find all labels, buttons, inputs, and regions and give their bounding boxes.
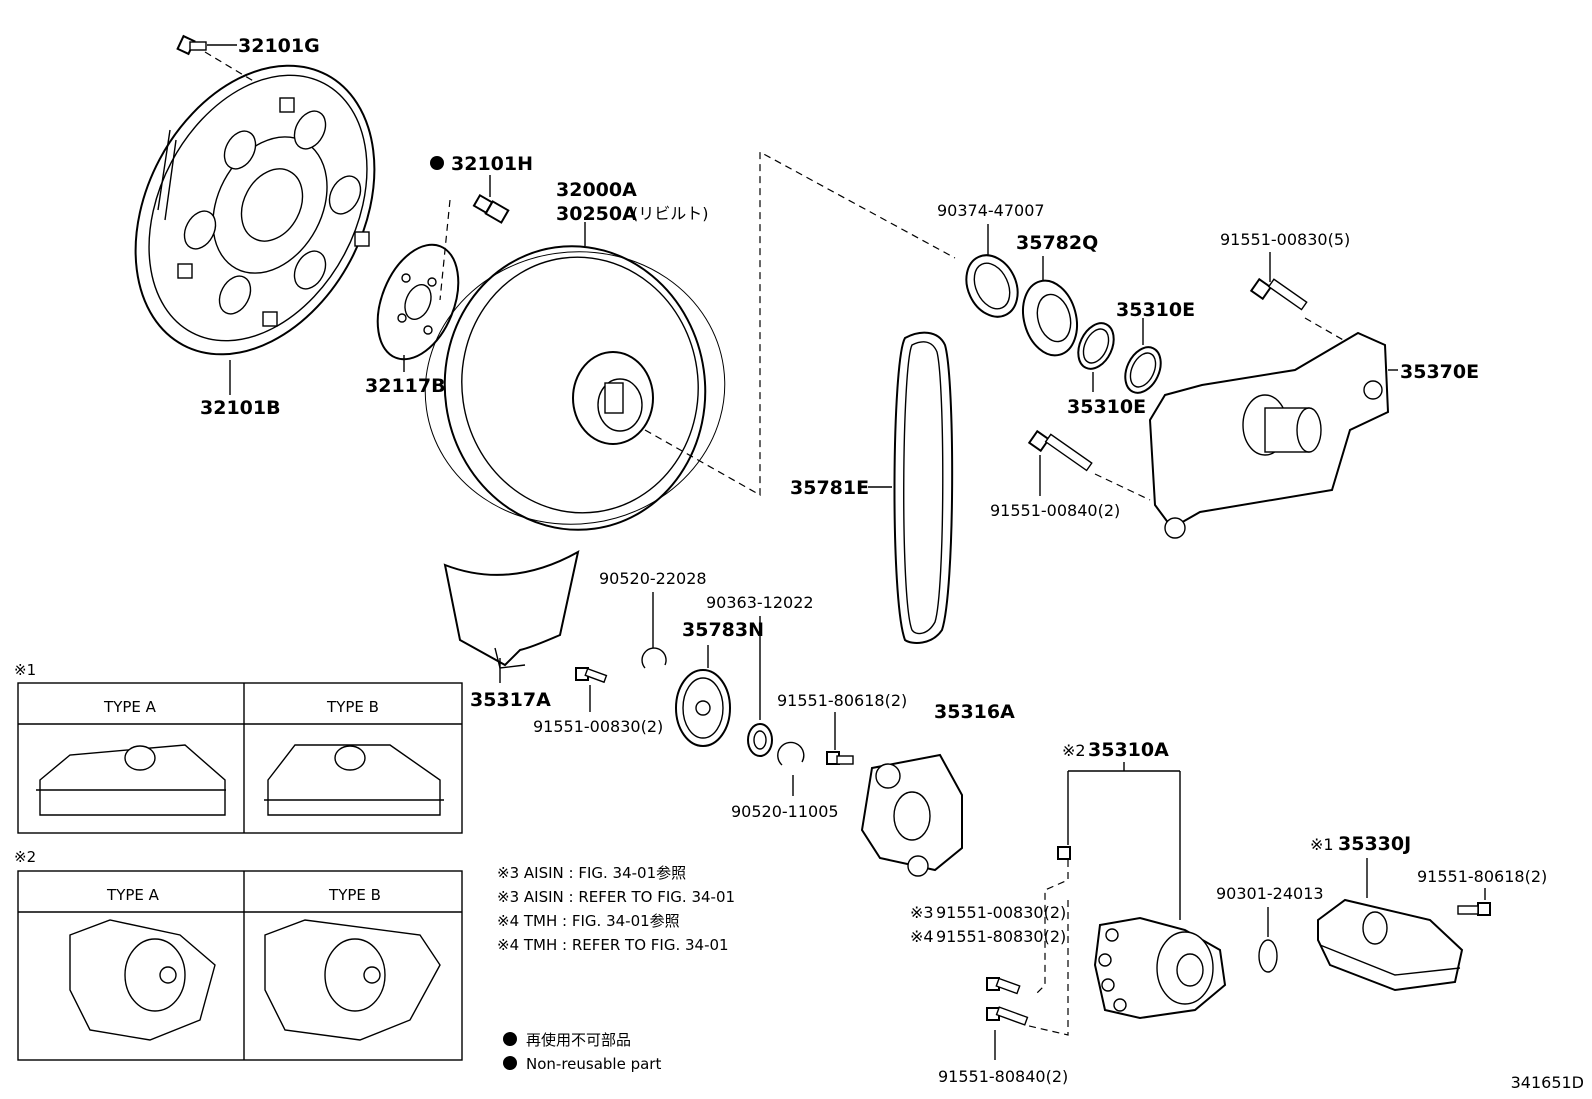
label-90520-22028: 90520-22028	[599, 569, 707, 588]
label-35310e-a: 35310E	[1116, 299, 1195, 321]
inset1-strainer-type-b	[264, 744, 444, 816]
label-35310e-b: 35310E	[1067, 396, 1146, 418]
non-reusable-dot-icon	[503, 1032, 517, 1046]
plate-32117b	[376, 243, 460, 361]
chain-35781e	[893, 331, 954, 644]
snap-ring-90520-11005	[777, 741, 805, 766]
inset2-pump-type-a	[69, 919, 216, 1041]
label-35317a: 35317A	[470, 689, 551, 711]
bolt-91551-80618-a	[826, 751, 854, 765]
drive-plate-32101b	[134, 64, 376, 356]
label-90301: 90301-24013	[1216, 884, 1324, 903]
label-32101h: 32101H	[451, 153, 533, 175]
plate-35370e	[1148, 331, 1390, 539]
label-91551-00830-2b: 91551-00830(2)	[936, 903, 1066, 922]
bolt-91551-80618-b	[1457, 902, 1491, 916]
oil-pump-35310a	[1057, 846, 1227, 1020]
label-30250a-note: (リビルト)	[632, 204, 709, 223]
bolt-91551-00830-5	[1249, 277, 1308, 311]
strainer-35330j	[1317, 898, 1464, 992]
label-mark-3: ※3	[910, 903, 934, 922]
label-91551-80618-a: 91551-80618(2)	[777, 691, 907, 710]
label-35310a-mark: ※2	[1062, 741, 1086, 760]
non-reusable-dot-icon	[430, 156, 444, 170]
label-30250a: 30250A	[556, 203, 637, 225]
label-91551-80618-b: 91551-80618(2)	[1417, 867, 1547, 886]
label-35783n: 35783N	[682, 619, 764, 641]
inset1-type-b: TYPE B	[326, 698, 379, 716]
snap-ring-90520-22028	[641, 647, 667, 669]
sprocket-35783n	[675, 669, 731, 747]
legend-en: Non-reusable part	[526, 1055, 661, 1073]
figure-id: 341651D	[1511, 1073, 1584, 1092]
seal-ring-35310e-b	[1124, 346, 1162, 394]
label-32101b: 32101B	[200, 397, 281, 419]
sprocket-35782q	[1022, 279, 1078, 357]
bolt-91551-00830-2b	[986, 977, 1021, 995]
label-90520-11005: 90520-11005	[731, 802, 839, 821]
non-reusable-dot-icon	[503, 1056, 517, 1070]
inset2-pump-type-b	[264, 919, 441, 1041]
bolt-91551-80840	[986, 1006, 1029, 1026]
bolt-32101g	[176, 34, 207, 56]
seal-ring-35310e-a	[1077, 322, 1115, 370]
note-4: ※4 TMH : REFER TO FIG. 34-01	[497, 936, 729, 954]
inset1-type-a: TYPE A	[103, 698, 157, 716]
cover-35317a	[443, 550, 580, 669]
o-ring-90301	[1258, 939, 1278, 973]
bolt-91551-00830-2	[575, 667, 608, 684]
bolt-32101h	[430, 156, 510, 224]
label-35310a: 35310A	[1088, 739, 1169, 761]
label-35316a: 35316A	[934, 701, 1015, 723]
note-2: ※3 AISIN : REFER TO FIG. 34-01	[497, 888, 735, 906]
label-mark-4: ※4	[910, 927, 934, 946]
cover-35316a	[860, 753, 963, 877]
label-35330j-mark: ※1	[1310, 835, 1334, 854]
label-35330j: 35330J	[1338, 833, 1411, 855]
label-91551-80840: 91551-80840(2)	[938, 1067, 1068, 1086]
label-32000a: 32000A	[556, 179, 637, 201]
label-32101g: 32101G	[238, 35, 320, 57]
label-32117b: 32117B	[365, 375, 446, 397]
oil-seal-90374	[965, 254, 1019, 318]
label-90374: 90374-47007	[937, 201, 1045, 220]
bearing-90363	[747, 723, 773, 757]
inset2-type-b: TYPE B	[328, 886, 381, 904]
label-90363: 90363-12022	[706, 593, 814, 612]
label-91551-00830-5: 91551-00830(5)	[1220, 230, 1350, 249]
label-91551-00830-2: 91551-00830(2)	[533, 717, 663, 736]
inset1-strainer-type-a	[36, 744, 226, 816]
bolt-91551-00840	[1027, 429, 1093, 472]
label-35782q: 35782Q	[1016, 232, 1098, 254]
label-35781e: 35781E	[790, 477, 869, 499]
inset2-type-a: TYPE A	[106, 886, 160, 904]
inset2-mark: ※2	[14, 848, 36, 866]
label-35370e: 35370E	[1400, 361, 1479, 383]
inset1-mark: ※1	[14, 661, 36, 679]
label-91551-80830: 91551-80830(2)	[936, 927, 1066, 946]
torque-converter-32000a	[424, 245, 726, 531]
legend-jp: 再使用不可部品	[526, 1031, 631, 1049]
note-1: ※3 AISIN : FIG. 34-01参照	[497, 864, 686, 882]
label-91551-00840: 91551-00840(2)	[990, 501, 1120, 520]
note-3: ※4 TMH : FIG. 34-01参照	[497, 912, 680, 930]
